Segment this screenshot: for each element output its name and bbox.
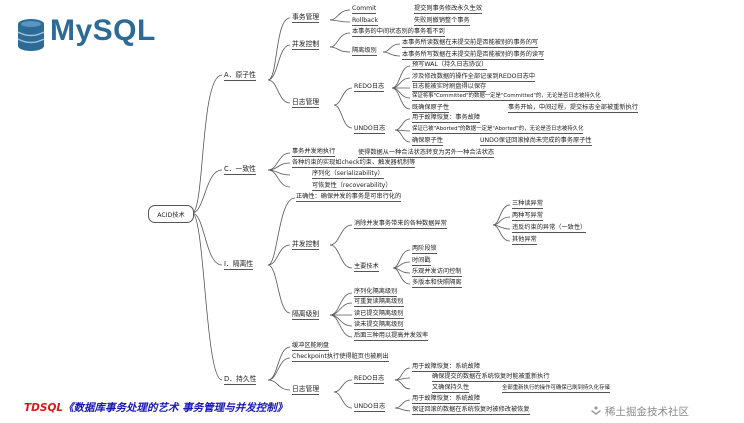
main-tech-node: 主要技术: [354, 263, 379, 273]
level-4: 后面三种用以提高并发效率: [354, 332, 429, 342]
consistency-item-2: 各种约束的实现如check约束、触发器机制等: [292, 159, 416, 169]
tech-2: 乐观并发访问控制: [412, 268, 462, 278]
root-label: ACID技术: [157, 211, 185, 219]
dur-redo-d1: 用于故障恢复：系统故障: [412, 363, 481, 373]
undo-d3-desc: UNDO保证回滚掉尚未完成的事务原子性: [480, 137, 592, 147]
undo-d1: 用于故障恢复：事务故障: [412, 114, 481, 124]
level-2: 读已提交隔离级别: [354, 310, 404, 320]
dur-undo-node: UNDO日志: [354, 403, 386, 413]
rollback-node: Rollback: [352, 17, 378, 27]
dur-redo-node: REDO日志: [354, 375, 385, 385]
durability-node: D．持久性: [224, 375, 257, 385]
consistency-item-0: 事务并发地执行: [292, 148, 336, 158]
dur-redo-d2: 确保提交的数据在系统恢复时能被重新执行: [432, 373, 550, 383]
undo-d2: 保证已被"Aborted"的数据一定是"Aborted"的，无论是否日志被持久化: [412, 126, 584, 135]
redo-header: 预写WAL（持久日志协议）: [412, 61, 488, 71]
root-node: ACID技术: [148, 205, 194, 223]
isolation-cc-node: 并发控制: [292, 240, 320, 250]
consistency-item-4: 可恢复性（recoverability）: [312, 182, 392, 192]
isolation-desc-2: 本事务所写数据在未提交前是否能被别的事务的读写: [402, 51, 545, 61]
redo-d2: 日志能被实时刷盘得以保存: [412, 83, 487, 93]
eliminate-anomalies: 消除并发事务带来的各种数据异常: [354, 220, 447, 230]
log-mgmt-node: 日志管理: [292, 98, 320, 108]
commit-desc: 提交则事务修改永久生效: [414, 5, 483, 15]
dur-redo-d3-desc: 全部重新执行的操作可确保已刷到持久化存储: [502, 385, 610, 394]
juejin-icon: [591, 406, 601, 415]
undo-d3-label: 确保原子性: [412, 137, 443, 147]
redo-d4-desc: 事务开始，中间过程，提交标志全部被重新执行: [508, 104, 638, 114]
isolation-level-node: 隔离级别: [352, 47, 377, 57]
redo-d1: 涉及修改数据的操作全部记录到REDO日志中: [412, 73, 536, 83]
isolation-node: I．隔离性: [224, 260, 254, 270]
consistency-item-3: 序列化（serializability）: [312, 170, 384, 180]
watermark: 稀土掘金技术社区: [590, 404, 689, 419]
checkpoint-flush: Checkpoint执行使得脏页也被刷出: [292, 353, 389, 363]
dur-undo-d1: 用于故障恢复：系统故障: [412, 395, 481, 405]
tech-1: 时间戳: [412, 257, 431, 267]
isolation-desc-1: 本事务所读数据在未提交前是否能被别的事务的写: [402, 39, 539, 49]
concurrency-node: 并发控制: [292, 40, 320, 50]
redo-d4-label: 既确保原子性: [412, 104, 450, 114]
logo-text: MySQL: [50, 14, 156, 47]
atomicity-node: A．原子性: [224, 71, 256, 81]
dur-undo-d2: 保证回滚的数据在系统恢复时被修改被恢复: [412, 406, 530, 416]
consistency-item-1: 使得数据从一种合法状态转变为另外一种合法状态: [358, 149, 495, 159]
dur-redo-d3-label: 又确保持久性: [432, 384, 470, 394]
txn-mgmt-node: 事务管理: [292, 13, 320, 23]
buffer-flush: 缓冲区能刷盘: [292, 342, 330, 352]
level-3: 读未提交隔离级别: [354, 321, 404, 331]
redo-d3: 保证将事"Committed"的数据一定是"Committed"的，无论是否日志…: [412, 93, 601, 102]
level-0: 序列化隔离级别: [354, 288, 398, 298]
rollback-desc: 失败则撤销整个事务: [414, 17, 470, 27]
anomaly-2: 违反约束的异常（一致性）: [512, 224, 587, 234]
anomaly-0: 三种读异常: [512, 200, 543, 210]
dur-log-mgmt-node: 日志管理: [292, 385, 320, 395]
database-icon: [17, 19, 45, 51]
level-1: 可重复读隔离级别: [354, 298, 404, 308]
tech-3: 多版本和快照隔离: [412, 279, 462, 289]
caption-title: 《数据库事务处理的艺术 事务管理与并发控制》: [63, 402, 288, 414]
commit-node: Commit: [352, 5, 377, 15]
consistency-node: C．一致性: [224, 165, 256, 175]
anomaly-1: 两种写异常: [512, 212, 543, 222]
undo-log-node: UNDO日志: [354, 125, 386, 135]
book-caption: TDSQL《数据库事务处理的艺术 事务管理与并发控制》: [24, 400, 287, 415]
tech-0: 两阶段锁: [412, 245, 437, 255]
isolation-levels-node: 隔离级别: [292, 310, 320, 320]
no-mid-state: 本事务的中间状态别的事务看不到: [352, 28, 445, 38]
redo-log-node: REDO日志: [354, 83, 385, 93]
caption-brand: TDSQL: [24, 402, 64, 414]
watermark-text: 稀土掘金技术社区: [605, 406, 689, 418]
correctness-node: 正确性：确保并发的事务是可串行化的: [296, 193, 402, 203]
anomaly-3: 其他异常: [512, 236, 537, 246]
